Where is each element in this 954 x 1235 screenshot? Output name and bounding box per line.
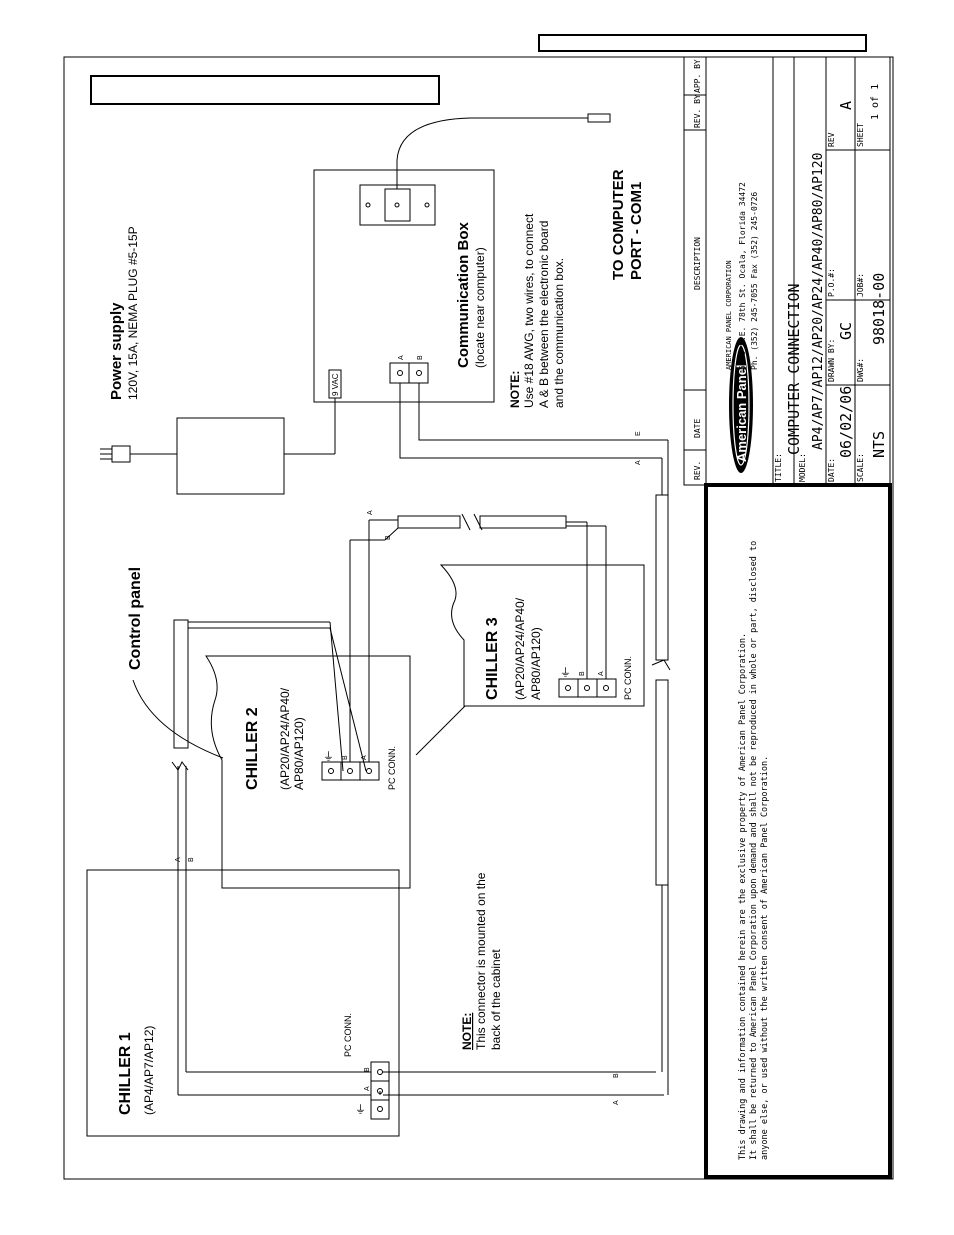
com-port-label: PORT - COM1 <box>628 182 645 280</box>
ground-icon: ⏚ <box>560 666 571 679</box>
chiller-2-title: CHILLER 2 <box>244 707 261 790</box>
drawn-by-value: GC <box>837 322 855 340</box>
description-header: DESCRIPTION <box>693 237 702 290</box>
rev-label: REV <box>827 132 836 147</box>
scale-value: NTS <box>870 431 888 458</box>
chiller-3-title: CHILLER 3 <box>484 617 501 700</box>
chiller-3-models-2: AP80/AP120) <box>529 627 543 700</box>
dwg-value: 98018-00 <box>870 273 888 345</box>
chiller-3-terminal-block <box>558 678 617 698</box>
chiller-3: CHILLER 3 (AP20/AP24/AP40/ AP80/AP120) P… <box>439 564 645 707</box>
chiller-2-models-2: AP80/AP120) <box>292 717 306 790</box>
po-label: P.O.#: <box>827 268 836 297</box>
rev-header: REV. <box>693 461 702 480</box>
svg-text:A: A <box>398 355 405 360</box>
model-label: MODEL: <box>798 453 807 482</box>
control-panel-leader <box>132 679 224 759</box>
job-label: JOB#: <box>856 273 865 297</box>
chiller-2: CHILLER 2 (AP20/AP24/AP40/ AP80/AP120) P… <box>205 655 411 889</box>
power-supply-spec: 120V, 15A, NEMA PLUG #5-15P <box>126 226 140 400</box>
title-label: TITLE: <box>774 453 783 482</box>
sheet-label: SHEET <box>856 123 865 147</box>
company-name: AMERICAN PANEL CORPORATION <box>725 260 733 370</box>
svg-text:Use #18 AWG, two wires, to con: Use #18 AWG, two wires, to connect <box>522 213 536 408</box>
note-wire-spec: NOTE: Use #18 AWG, two wires, to connect… <box>508 213 566 408</box>
disclaimer-line-3: anyone else, or used without the written… <box>760 756 770 1160</box>
ground-icon: ⏚ <box>355 1103 366 1116</box>
svg-text:B: B <box>385 535 392 540</box>
svg-text:A: A <box>635 460 642 465</box>
dwg-label: DWG#: <box>856 358 865 382</box>
date-value: 06/02/06 <box>837 386 855 458</box>
chiller-1-models: (AP4/AP7/AP12) <box>142 1026 156 1115</box>
rev-value: A <box>837 101 855 110</box>
comm-box-title: Communication Box <box>455 222 472 368</box>
svg-text:This connector is mounted on t: This connector is mounted on the <box>474 872 488 1050</box>
power-supply-title: Power supply <box>108 302 125 400</box>
title-block: REV. DATE DESCRIPTION REV. BY APP. BY Am… <box>683 56 892 1179</box>
model-value: AP4/AP7/AP12/AP20/AP24/AP40/AP80/AP120 <box>811 153 826 450</box>
drawn-by-label: DRAWN BY: <box>827 339 836 382</box>
svg-text:B: B <box>364 1067 371 1072</box>
svg-text:back of the cabinet: back of the cabinet <box>489 949 503 1050</box>
svg-text:A: A <box>367 510 374 515</box>
app-by-header: APP. BY <box>693 59 702 93</box>
chiller-2-models-1: (AP20/AP24/AP40/ <box>278 687 292 790</box>
communication-box: 9 VAC A B Communication Box (locate near… <box>313 113 611 403</box>
svg-text:A & B between the electronic b: A & B between the electronic board <box>537 221 551 408</box>
to-computer-label: TO COMPUTER <box>610 169 627 280</box>
svg-text:B: B <box>613 1073 620 1078</box>
company-address: 5800 S.E. 78th St. Ocala, Florida 34472 <box>738 182 747 370</box>
comm-box-subtitle: (locate near computer) <box>473 247 487 368</box>
svg-text:A: A <box>364 1086 371 1091</box>
american-panel-logo <box>729 337 753 473</box>
scale-label: SCALE: <box>856 453 865 482</box>
header-field-top <box>538 34 867 52</box>
chiller-1: CHILLER 1 (AP4/AP7/AP12) PC CONN. B A ⏚ <box>86 869 400 1137</box>
vac-label: 9 VAC <box>331 373 340 396</box>
ground-icon: ⏚ <box>323 750 334 763</box>
svg-text:A: A <box>361 755 368 760</box>
svg-text:NOTE:: NOTE: <box>508 371 522 408</box>
chiller-3-pc-conn: PC CONN. <box>623 656 633 700</box>
company-phone: Ph. (352) 245-7055 Fax (352) 245-0726 <box>750 192 759 370</box>
svg-text:A: A <box>598 671 605 676</box>
disclaimer-line-2: It shall be returned to American Panel C… <box>749 541 759 1160</box>
chiller-2-pc-conn: PC CONN. <box>387 746 397 790</box>
control-panel-label: Control panel <box>127 567 144 670</box>
power-supply: Power supply 120V, 15A, NEMA PLUG #5-15P <box>100 226 336 495</box>
date-header: DATE <box>693 419 702 438</box>
wiring <box>171 383 671 1096</box>
logo-text: American Panel <box>734 364 749 462</box>
drawing-title: COMPUTER CONNECTION <box>785 283 803 455</box>
disclaimer-line-1: This drawing and information contained h… <box>738 633 748 1160</box>
rev-by-header: REV. BY <box>693 94 702 128</box>
sheet-value: 1 of 1 <box>870 84 881 120</box>
svg-text:NOTE:: NOTE: <box>460 1013 474 1050</box>
chiller-1-terminal-block <box>370 1061 390 1120</box>
svg-text:B: B <box>417 355 424 360</box>
svg-text:E: E <box>635 431 642 436</box>
chiller-1-pc-conn: PC CONN. <box>343 1013 353 1057</box>
date-label: DATE: <box>827 458 836 482</box>
drawing-border <box>63 56 894 1180</box>
svg-text:and the communication box.: and the communication box. <box>552 258 566 408</box>
chiller-1-title: CHILLER 1 <box>117 1032 134 1115</box>
svg-text:B: B <box>579 671 586 676</box>
chiller-2-terminal-block <box>321 761 380 781</box>
db9-connector-icon <box>359 184 436 226</box>
svg-text:A: A <box>613 1100 620 1105</box>
chiller-3-models-1: (AP20/AP24/AP40/ <box>513 597 527 700</box>
plug-icon <box>111 445 131 463</box>
svg-text:B: B <box>342 755 349 760</box>
svg-text:B: B <box>188 857 195 862</box>
header-field-inner <box>90 75 440 105</box>
note-connector: NOTE: This connector is mounted on the b… <box>460 872 503 1050</box>
svg-text:A: A <box>175 857 182 862</box>
